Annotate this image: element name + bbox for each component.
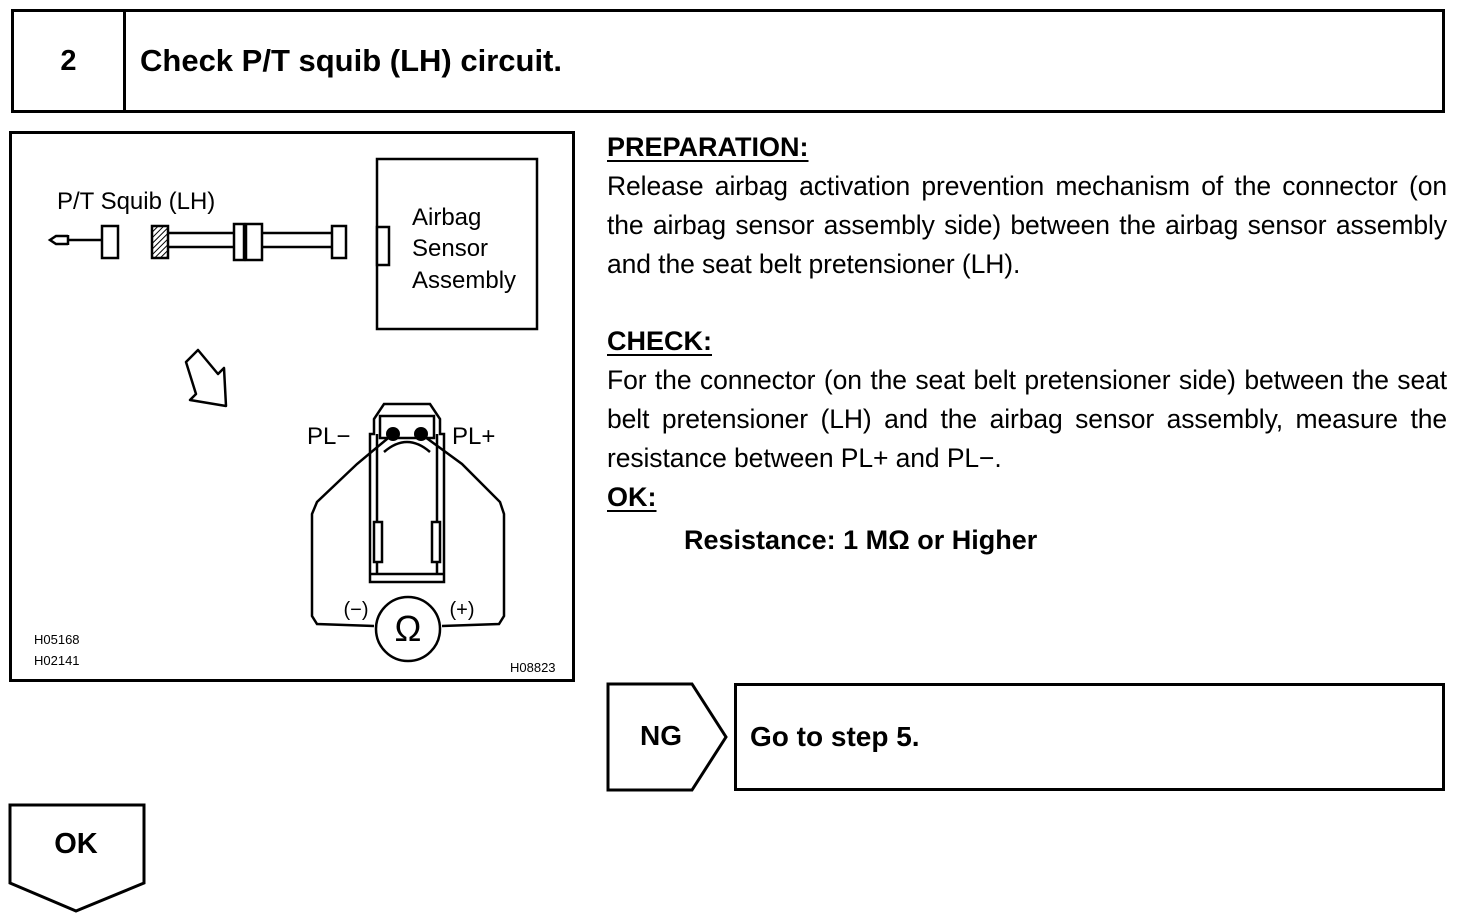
ok-spec-value: Resistance: 1 MΩ or Higher (684, 525, 1038, 555)
ok-spec-heading: OK: (607, 482, 657, 512)
preparation-text: Release airbag activation prevention mec… (607, 171, 1447, 279)
direction-arrow-icon (184, 348, 228, 408)
instructions: PREPARATION: Release airbag activation p… (607, 128, 1447, 560)
pretensioner-connector (368, 402, 446, 584)
ohmmeter: Ω (−) (+) (344, 595, 475, 663)
meter-plus-label: (+) (450, 599, 475, 621)
sensor-label-line-3: Assembly (412, 267, 516, 294)
wiring-diagram: P/T Squib (LH) Airbag (9, 131, 575, 682)
ohmmeter-dial (374, 595, 442, 663)
ng-label: NG (640, 720, 682, 751)
step-title: Check P/T squib (LH) circuit. (140, 43, 562, 78)
check-text: For the connector (on the seat belt pret… (607, 365, 1447, 473)
pl-minus-label: PL− (307, 423, 350, 450)
ok-label: OK (54, 827, 98, 860)
squib-label: P/T Squib (LH) (57, 188, 215, 215)
ref-code-1: H05168 (34, 632, 80, 647)
squib-harness (47, 222, 348, 262)
ok-arrow-shape (8, 803, 146, 913)
ng-action: Go to step 5. (734, 683, 1445, 791)
step-header: 2 Check P/T squib (LH) circuit. (11, 9, 1445, 113)
meter-leads (310, 432, 506, 628)
ohm-icon: Ω (395, 608, 422, 649)
ref-code-2: H02141 (34, 653, 80, 668)
step-number: 2 (14, 12, 126, 110)
ng-arrow-shape (606, 682, 728, 792)
check-heading: CHECK: (607, 326, 712, 356)
meter-minus-label: (−) (344, 599, 369, 621)
sensor-connector (375, 225, 391, 267)
ref-code-right: H08823 (510, 660, 556, 675)
diagram-drawing: P/T Squib (LH) Airbag (34, 157, 556, 675)
sensor-label-line-1: Airbag (412, 204, 481, 231)
sensor-label-line-2: Sensor (412, 235, 488, 262)
preparation-heading: PREPARATION: (607, 132, 809, 162)
pl-plus-label: PL+ (452, 423, 495, 450)
